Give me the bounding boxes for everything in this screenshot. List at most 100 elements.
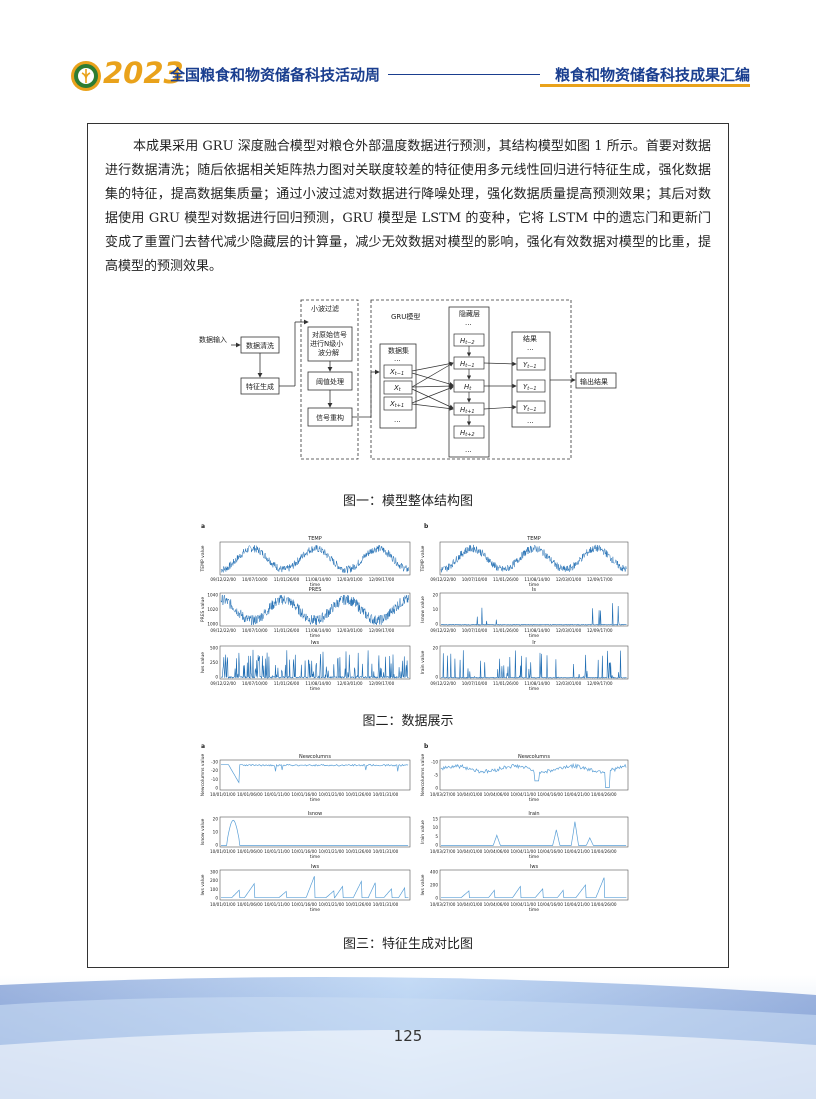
fig3-b-newcolumns-xtick: 10/04/16/00 [537,792,563,797]
fig3-a-newcolumns-xtick: 10/01/06/00 [237,792,263,797]
fig3-a-isnow-xtick: 10/01/26/00 [346,849,372,854]
fig3-b-iws-xtick: 10/04/06/00 [484,902,510,907]
fig3-b-irain-xtick: 10/03/27/00 [430,849,456,854]
panel-a-label: a [201,523,205,530]
logo-emblem-icon [71,61,101,91]
fig2-b-temp-xlabel: time [529,582,539,588]
fig3-a-isnow-xtick: 10/01/21/00 [319,849,345,854]
fig3-b-iws-xtick: 10/04/11/00 [510,902,536,907]
fig2-b-temp-xtick: 11/08/14/00 [524,577,550,582]
fig3-b-iws-series-line [441,877,627,899]
fig2-a-temp-title: TEMP [307,536,322,542]
fig2-b-irain-xtick: 11/01/26/00 [493,681,519,686]
content-frame [87,123,729,968]
fig3-b-iws-xtick: 10/04/26/00 [591,902,617,907]
fig3-b-irain-xtick: 10/04/06/00 [484,849,510,854]
result-dots-top: ... [527,344,534,352]
fig2-a-temp-xtick: 12/09/17/00 [369,577,395,582]
fig3-b-irain-ytick: 15 [433,817,439,822]
fig3-b-irain-xlabel: time [529,854,539,860]
wavelet-step1-box [307,326,353,362]
fig2-a-temp-xtick: 12/03/01/00 [337,577,363,582]
fig3-a-isnow-series-line [221,819,409,846]
y-t-label: Yt−1 [523,383,537,392]
y-t-box [516,379,546,393]
fig3-a-newcolumns-ytick: -20 [211,768,218,773]
fig2-a-pres-xtick: 10/07/10/00 [242,628,268,633]
fig3-a-isnow-ylabel: Isnow value [200,818,206,845]
dataset-dots-top: ... [394,355,401,363]
fig2-b-isnow-ytick: 20 [433,593,439,598]
header-divider [388,74,540,75]
fig3-b-iws-ytick: 400 [430,870,438,875]
fig3-a-isnow-xtick: 10/01/06/00 [237,849,263,854]
fig3-b-iws-ylabel: Iws value [420,874,426,895]
fig3-a-isnow-xtick: 10/01/31/00 [373,849,399,854]
fig2-b-isnow-xtick: 11/01/26/00 [493,628,519,633]
fig3-b-iws-xtick: 10/04/16/00 [537,902,563,907]
fig2-b-temp-xtick: 10/07/10/00 [462,577,488,582]
fig2-b-irain-title: Ir [532,640,536,646]
fig3-b-newcolumns-series-line [440,762,627,788]
fig3-a-newcolumns-xtick: 10/01/16/00 [291,792,317,797]
wavelet-step1-label: 对原始信号进行N级小波分解 [310,330,347,357]
fig3-b-iws-xtick: 10/04/21/00 [564,902,590,907]
fig3-b-iws-title: Iws [530,864,539,870]
fig3-a-iws-xlabel: time [310,907,320,913]
fig3-b-iws-xlabel: time [529,907,539,913]
fig3-b-irain-xtick: 10/04/16/00 [537,849,563,854]
fig2-b-irain-ytick: 0 [435,675,438,680]
fig2-a-iws-title: Iws [311,640,320,646]
fig2-a-iws-xtick: 11/01/26/00 [274,681,300,686]
fig2-a-iws-xtick: 11/08/14/00 [305,681,331,686]
diagram-feature-label: 特征生成 [246,382,274,391]
fig2-a-temp-xtick: 09/12/22/00 [210,577,236,582]
x-cur-label: Xt [393,384,402,393]
fig2-a-iws-xtick: 09/12/22/00 [210,681,236,686]
diagram-input-label: 数据输入 [199,335,227,344]
fig2-b-temp-title: TEMP [526,536,541,542]
fig3-a-isnow-xtick: 10/01/16/00 [291,849,317,854]
fig2-a-pres-xtick: 11/08/14/00 [305,628,331,633]
fig3-a-iws-xtick: 10/01/26/00 [346,902,372,907]
fig3-a-newcolumns-xlabel: time [310,797,320,803]
fig2-b-isnow-xtick: 11/08/14/00 [524,628,550,633]
fig2-a-pres-xtick: 12/09/17/00 [369,628,395,633]
fig3-a-iws-xtick: 10/01/01/00 [210,902,236,907]
fig3-b-newcolumns-xtick: 10/03/27/00 [430,792,456,797]
dataset-dots-bottom: ... [394,416,401,424]
fig3-b-irain-ytick: 5 [435,834,438,839]
fig2-b-temp-xtick: 09/12/22/00 [430,577,456,582]
fig3-b-iws-xtick: 10/04/01/00 [457,902,483,907]
fig3-b-newcolumns-xtick: 10/04/11/00 [510,792,536,797]
fig2-b-temp-ylabel: TEMP value [420,545,426,572]
fig2-a-temp-ylabel: TEMP value [200,545,206,572]
panel-b-label: b [424,523,429,530]
fig2-a-pres-ylabel: PRES value [200,597,206,622]
output-box [575,372,617,389]
fig3-b-newcolumns-ytick: -5 [434,773,439,778]
wavelet-group [300,299,359,460]
fig2-b-isnow-xtick: 12/09/17/00 [587,628,613,633]
hidden-dots-bottom: ... [465,446,472,454]
header-year: 2023 [103,56,184,90]
fig2-b-isnow-xtick: 12/03/01/00 [556,628,582,633]
fig3-a-newcolumns-xtick: 10/01/31/00 [373,792,399,797]
fig3-a-iws-ytick: 300 [210,870,218,875]
result-dots-bottom: ... [527,417,534,425]
fig2-b-isnow-ylabel: Isnow value [420,596,426,623]
x-prev-label: Xt−1 [389,368,404,377]
fig3-a-iws-ylabel: Iws value [200,874,206,895]
fig3-panel-a-label: a [201,743,205,750]
h-t-label: Ht [464,383,472,392]
fig3-a-newcolumns-series-line [221,763,409,784]
fig2-b-irain-xtick: 12/09/17/00 [587,681,613,686]
fig3-b-iws-frame [439,869,629,901]
page-header: 2023 全国粮食和物资储备科技活动周 粮食和物资储备科技成果汇编 [0,0,816,100]
figure3-caption: 图三：特征生成对比图 [342,937,473,952]
